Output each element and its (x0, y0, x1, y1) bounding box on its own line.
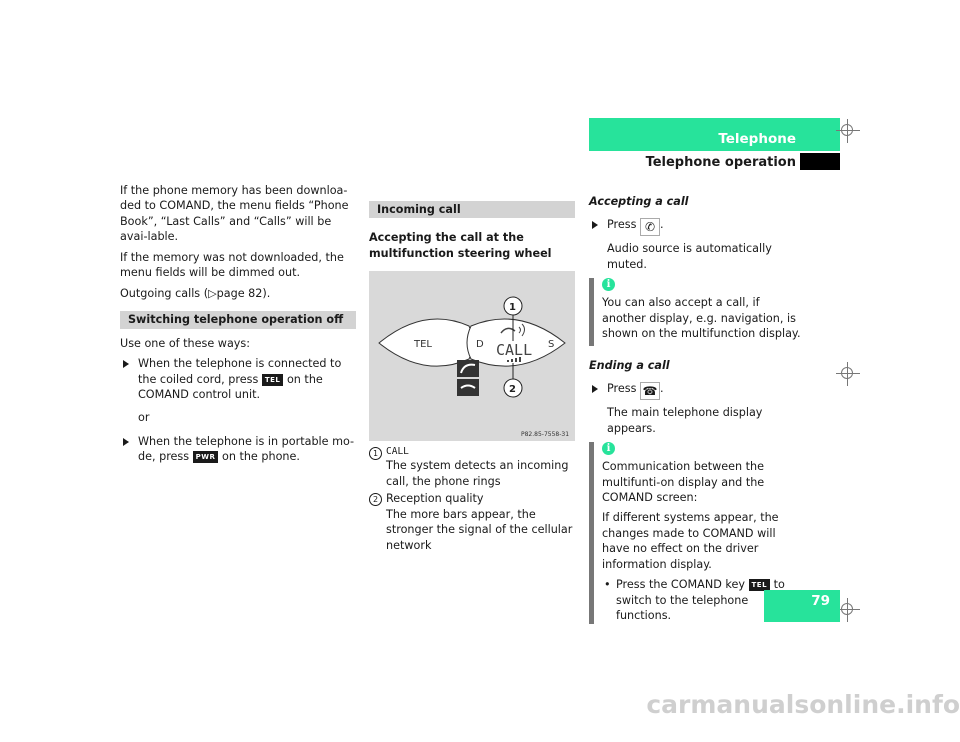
list-item: Press ☎. (589, 381, 801, 401)
page-number: 79 (811, 593, 830, 609)
info-icon: i (602, 442, 615, 456)
section-bar: Incoming call (369, 201, 575, 219)
tel-key-icon: TEL (261, 373, 284, 386)
list-item: Press ✆. (589, 217, 801, 237)
or-text: or (138, 411, 150, 425)
info-box: i Communication between the multifunti-o… (589, 442, 801, 624)
accept-call-icon: ✆ (640, 218, 661, 237)
heading: Accepting a call (589, 195, 689, 208)
legend-item: 1 CALL The system detects an incoming ca… (369, 445, 575, 489)
end-call-icon: ☎ (640, 382, 661, 401)
paragraph: Audio source is automatically muted. (607, 242, 772, 271)
crop-mark-icon (836, 598, 860, 622)
steering-wheel-figure: TEL D S CALL 1 2 P82.85-7558-31 (369, 271, 575, 442)
crop-mark-icon (836, 119, 860, 143)
watermark: carmanualsonline.info (646, 690, 960, 719)
section-title: Telephone (718, 131, 796, 147)
paragraph: If the phone memory has been downloa-ded… (120, 184, 349, 244)
paragraph: The main telephone display appears. (607, 406, 763, 435)
d-label: D (476, 339, 484, 350)
arrow-ref-icon: ▷ (208, 286, 217, 300)
paragraph: Outgoing calls (▷page 82). (120, 286, 271, 300)
paragraph: Use one of these ways: (120, 336, 251, 350)
figure-ref: P82.85-7558-31 (521, 431, 569, 438)
heading: Ending a call (589, 358, 670, 372)
right-column: Accepting a call Press ✆. Audio source i… (589, 194, 801, 632)
info-icon: i (602, 278, 615, 292)
list-item: Press the COMAND key TEL to switch to th… (602, 577, 801, 623)
info-box: i You can also accept a call, if another… (589, 278, 801, 346)
tel-key-icon: TEL (748, 579, 771, 592)
end-call-button-icon (457, 379, 479, 397)
subsection-title: Telephone operation (645, 155, 796, 170)
list-item: When the telephone is connected to the c… (120, 356, 356, 402)
multifunction-display-illustration: TEL D S CALL 1 2 P82.85-7558-31 (378, 296, 569, 438)
callout-1: 1 (509, 302, 516, 313)
paragraph: If the memory was not downloaded, the me… (120, 250, 344, 280)
legend-item: 2 Reception quality The more bars appear… (369, 491, 575, 553)
reception-bars-icon (507, 357, 521, 363)
call-display-text: CALL (496, 341, 532, 359)
crop-mark-icon (836, 362, 860, 386)
handset-ringing-icon (500, 324, 525, 337)
heading: Accepting the call at the multifunction … (369, 231, 552, 260)
middle-column: Incoming call Accepting the call at the … (369, 201, 575, 555)
page-ref-link[interactable]: page 82 (216, 286, 263, 300)
accept-call-button-icon (457, 360, 479, 378)
page-number-band (764, 590, 840, 622)
section-bar: Switching telephone operation off (120, 311, 356, 329)
list-item: When the telephone is in portable mo-de,… (120, 434, 356, 465)
left-column: If the phone memory has been downloa-ded… (120, 183, 356, 470)
callout-2: 2 (509, 384, 516, 395)
pwr-key-icon: PWR (192, 451, 219, 464)
tel-label: TEL (413, 339, 432, 350)
s-label: S (548, 339, 554, 350)
header-marker (800, 153, 840, 170)
header-band (589, 118, 840, 151)
